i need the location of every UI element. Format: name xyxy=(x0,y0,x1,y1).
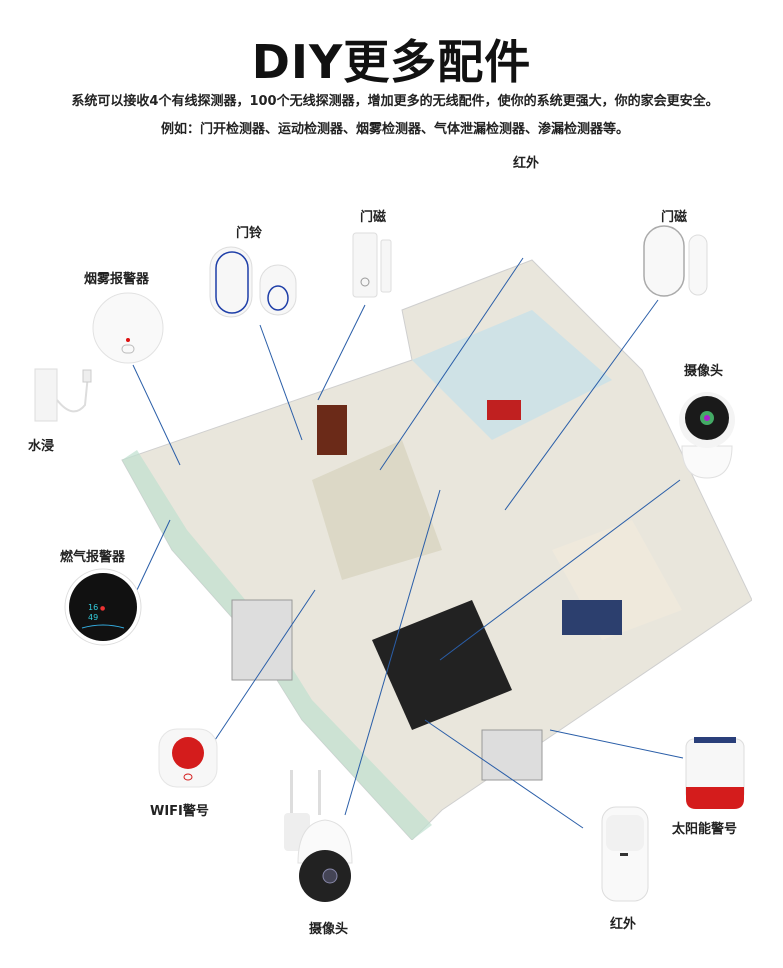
page-title: DIY更多配件 xyxy=(251,35,532,89)
label-solar-siren: 太阳能警号 xyxy=(672,822,738,837)
label-door-contact-1: 门磁 xyxy=(360,210,387,225)
water-leak-sensor-icon xyxy=(34,368,92,422)
label-water-leak: 水浸 xyxy=(28,439,55,454)
doorbell-icon xyxy=(209,246,297,318)
label-smoke-detector: 烟雾报警器 xyxy=(84,272,150,287)
indoor-camera-icon xyxy=(679,392,735,479)
wifi-siren-icon xyxy=(158,728,218,788)
door-contact-icon xyxy=(352,232,392,298)
label-doorbell: 门铃 xyxy=(236,226,263,241)
svg-text:●: ● xyxy=(100,605,105,612)
label-pir-bottom: 红外 xyxy=(610,917,637,932)
outdoor-camera-icon xyxy=(284,770,353,902)
description: 系统可以接收4个有线探测器，100个无线探测器，增加更多的无线配件，使你的系统更… xyxy=(71,94,719,137)
door-contact-icon xyxy=(643,225,708,297)
label-door-contact-2: 门磁 xyxy=(661,210,688,225)
gas-detector-icon: 16 49 ● xyxy=(64,568,142,646)
svg-text:16: 16 xyxy=(88,603,98,612)
solar-siren-icon xyxy=(685,737,745,809)
label-indoor-camera: 摄像头 xyxy=(684,364,724,379)
svg-text:49: 49 xyxy=(88,613,98,622)
label-pir-top: 红外 xyxy=(513,156,540,171)
label-wifi-siren: WIFI警号 xyxy=(150,804,209,819)
smoke-detector-icon xyxy=(92,292,164,364)
pir-sensor-icon xyxy=(601,806,649,902)
label-outdoor-camera: 摄像头 xyxy=(309,922,349,937)
label-gas-detector: 燃气报警器 xyxy=(60,550,126,565)
